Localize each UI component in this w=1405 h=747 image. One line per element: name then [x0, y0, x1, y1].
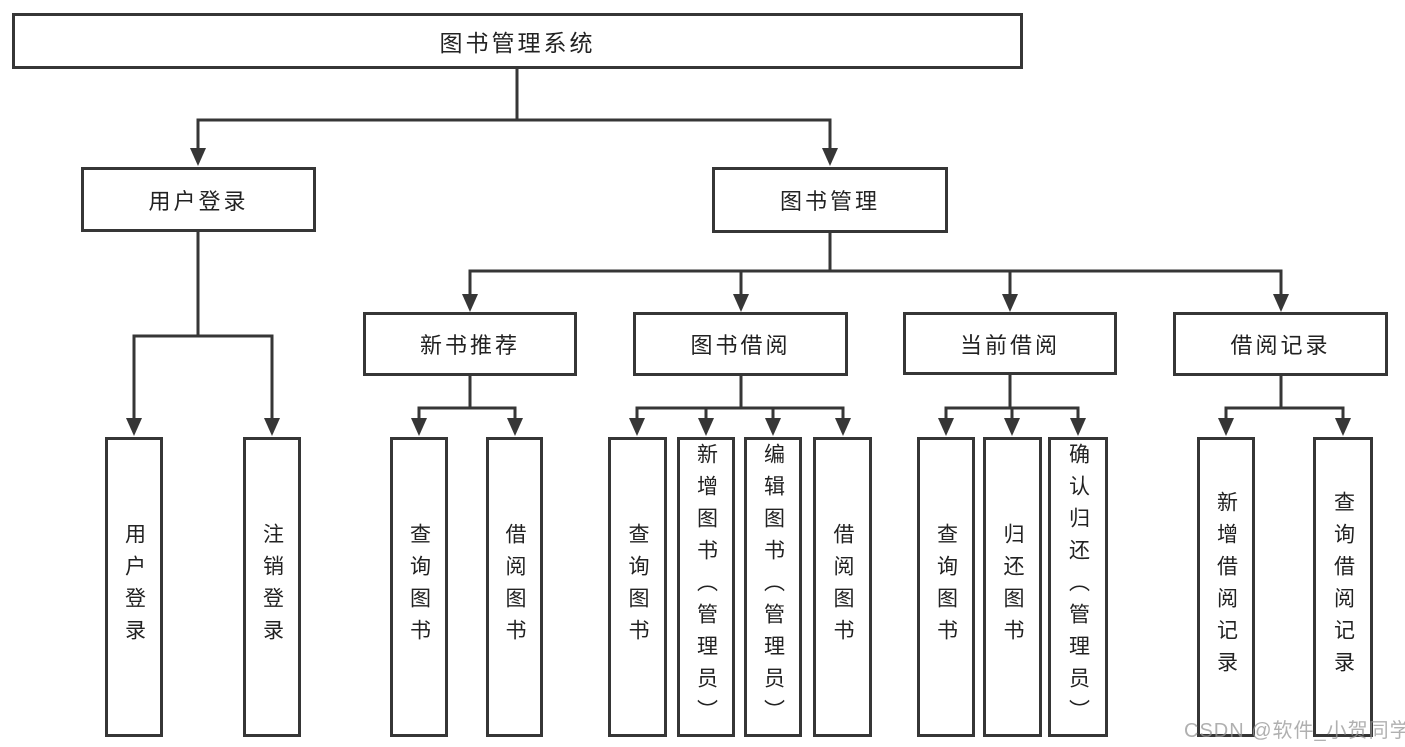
connector-login-to-leaves [132, 230, 274, 420]
node-library-system-label: 图书管理系统 [439, 30, 596, 56]
node-current-borrow: 当前借阅 [903, 312, 1117, 375]
leaf-query-books-borrow-label: 查询图书 [626, 523, 649, 651]
connector-records-to-leaves [1224, 374, 1345, 420]
leaf-user-login-label: 用户登录 [122, 523, 146, 651]
leaf-confirm-return-admin: 确认归还（管理员） [1048, 437, 1108, 737]
leaf-borrow-books-label: 借阅图书 [831, 523, 854, 651]
leaf-return-book-label: 归还图书 [1001, 523, 1024, 651]
connector-borrow-to-leaves [635, 374, 845, 420]
leaf-query-books-recommend-label: 查询图书 [407, 523, 431, 651]
leaf-add-book-admin-label: 新增图书（管理员） [694, 443, 718, 731]
connector-mgmt-to-level2 [468, 231, 1283, 298]
connector-current-to-leaves [944, 373, 1080, 420]
node-user-login-branch: 用户登录 [81, 167, 316, 232]
leaf-logout-label: 注销登录 [260, 523, 284, 651]
node-borrow-records: 借阅记录 [1173, 312, 1388, 376]
node-book-borrow-label: 图书借阅 [690, 333, 791, 358]
leaf-query-books-current: 查询图书 [917, 437, 975, 737]
leaf-confirm-return-admin-label: 确认归还（管理员） [1066, 443, 1090, 731]
leaf-query-books-borrow: 查询图书 [608, 437, 667, 737]
leaf-logout: 注销登录 [243, 437, 301, 737]
leaf-query-books-recommend: 查询图书 [390, 437, 448, 737]
leaf-add-borrow-record-label: 新增借阅记录 [1214, 491, 1238, 683]
connector-recom-to-leaves [417, 374, 517, 420]
node-book-borrow: 图书借阅 [633, 312, 848, 376]
node-user-login-branch-label: 用户登录 [148, 188, 249, 214]
connector-root-to-level1 [196, 67, 832, 150]
leaf-edit-book-admin: 编辑图书（管理员） [744, 437, 802, 737]
leaf-return-book: 归还图书 [983, 437, 1042, 737]
leaf-add-borrow-record: 新增借阅记录 [1197, 437, 1255, 737]
leaf-query-books-current-label: 查询图书 [934, 523, 958, 651]
leaf-user-login: 用户登录 [105, 437, 163, 737]
node-library-system: 图书管理系统 [12, 13, 1023, 69]
leaf-borrow-books-recommend: 借阅图书 [486, 437, 543, 737]
node-current-borrow-label: 当前借阅 [959, 332, 1060, 358]
leaf-query-borrow-record-label: 查询借阅记录 [1331, 491, 1355, 683]
node-book-management-label: 图书管理 [779, 189, 880, 214]
leaf-borrow-books: 借阅图书 [813, 437, 872, 737]
leaf-borrow-books-recommend-label: 借阅图书 [503, 523, 526, 651]
node-book-management: 图书管理 [712, 167, 948, 233]
node-new-book-recommend-label: 新书推荐 [419, 333, 520, 358]
node-new-book-recommend: 新书推荐 [363, 312, 577, 376]
leaf-query-borrow-record: 查询借阅记录 [1313, 437, 1373, 737]
leaf-add-book-admin: 新增图书（管理员） [677, 437, 735, 737]
csdn-watermark: CSDN @软件_小贺同学 [1184, 720, 1405, 742]
node-borrow-records-label: 借阅记录 [1230, 333, 1331, 358]
leaf-edit-book-admin-label: 编辑图书（管理员） [761, 443, 785, 731]
